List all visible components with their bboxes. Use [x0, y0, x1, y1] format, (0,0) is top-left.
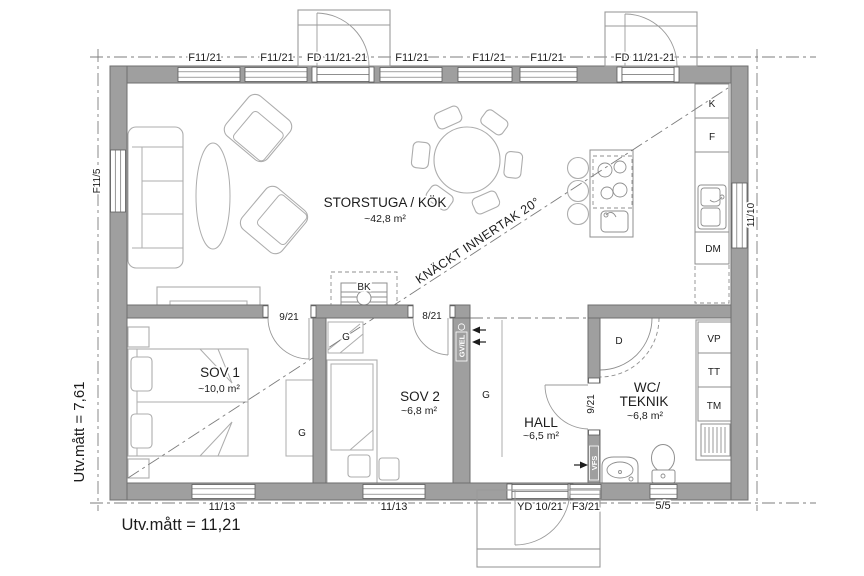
room-label-storstuga: STORSTUGA / KÖK — [324, 195, 447, 210]
wardrobe-sov1 — [285, 379, 314, 457]
washbasin — [601, 456, 639, 484]
entry-porch-bottom — [476, 489, 601, 568]
window-label: 11/10 — [746, 202, 757, 227]
shower-label: D — [615, 336, 622, 347]
nightstand — [127, 326, 150, 348]
room-area-wc: ~6,8 m² — [627, 410, 663, 422]
room-label-hall: HALL — [524, 415, 558, 430]
shower — [599, 317, 660, 378]
door-label: YD 10/21 — [517, 501, 563, 513]
window-label: 11/13 — [209, 501, 236, 513]
dryer-cabinet — [697, 352, 733, 388]
gv-el-marker — [455, 323, 486, 362]
kitchen-cabinets — [694, 83, 730, 304]
window-label: 5/5 — [655, 500, 670, 512]
dining-table — [433, 126, 501, 194]
dryer-label: TT — [708, 367, 720, 378]
room-label-sov1: SOV 1 — [200, 365, 240, 380]
wardrobe-label: G — [298, 428, 306, 439]
fridge-label: K — [709, 99, 716, 110]
windows — [110, 67, 748, 499]
rug — [195, 142, 231, 250]
room-label-wc-1: WC/ — [634, 380, 660, 395]
washer-cabinet — [697, 386, 733, 422]
room-label-sov2: SOV 2 — [400, 389, 440, 404]
window-label: 11/13 — [381, 501, 408, 513]
door-label: FD 11/21-21 — [615, 52, 675, 64]
bed-double — [127, 348, 249, 457]
freezer-label: F — [709, 132, 715, 143]
bed-single — [326, 359, 378, 484]
window-label: F11/21 — [472, 52, 505, 64]
window-label: F11/21 — [395, 52, 428, 64]
counter-dashed — [694, 263, 730, 304]
door-label: 9/21 — [279, 312, 299, 323]
window-label: F3/21 — [572, 501, 600, 513]
door-label: 9/21 — [586, 394, 597, 414]
dishwasher-label: DM — [705, 244, 721, 255]
armchair — [239, 185, 309, 255]
heat-pump-label: VP — [707, 334, 721, 345]
entry-porch-top-1 — [297, 9, 391, 67]
washer-label: TM — [707, 401, 721, 412]
room-area-sov1: ~10,0 m² — [198, 383, 240, 395]
nightstand — [378, 457, 400, 481]
nightstand — [127, 458, 150, 479]
door-label: 8/21 — [422, 311, 442, 322]
freezer-cabinet — [694, 117, 730, 153]
window-label: F11/21 — [530, 52, 563, 64]
dimension-height: Utv.mått = 7,61 — [71, 381, 88, 482]
gv-el-label: GV/EL — [458, 334, 467, 357]
door-label: FD 11/21-21 — [307, 52, 367, 64]
vfs-label: VFS — [590, 456, 599, 471]
wardrobe-sov2 — [327, 321, 364, 354]
room-area-sov2: ~6,8 m² — [401, 405, 437, 417]
heat-pump-cabinet — [697, 321, 733, 354]
cooktop — [592, 155, 633, 209]
interior-walls — [126, 304, 732, 484]
window-label: F11/5 — [92, 168, 103, 193]
entry-porch-top-2 — [604, 11, 698, 67]
sofa — [127, 126, 184, 269]
room-area-hall: ~6,5 m² — [523, 430, 559, 442]
armchair — [223, 93, 293, 163]
fridge-cabinet — [694, 83, 730, 119]
dimension-width: Utv.mått = 11,21 — [121, 516, 240, 534]
wardrobe-label: G — [482, 390, 490, 401]
kitchen-sink — [697, 184, 727, 230]
wardrobe-label: G — [342, 332, 350, 343]
interior-door-swings — [267, 317, 589, 430]
window-label: F11/21 — [188, 52, 221, 64]
vfs-marker — [574, 445, 599, 481]
window-label: F11/21 — [260, 52, 293, 64]
boundary-lines — [90, 49, 816, 511]
room-area-storstuga: ~42,8 m² — [364, 213, 406, 225]
room-label-wc-2: TEKNIK — [620, 394, 669, 409]
kitchen-island — [566, 149, 634, 238]
utility-cabinets — [695, 319, 733, 461]
wood-stove-label: BK — [357, 282, 371, 293]
dining-set — [410, 105, 524, 215]
toilet — [651, 444, 676, 484]
